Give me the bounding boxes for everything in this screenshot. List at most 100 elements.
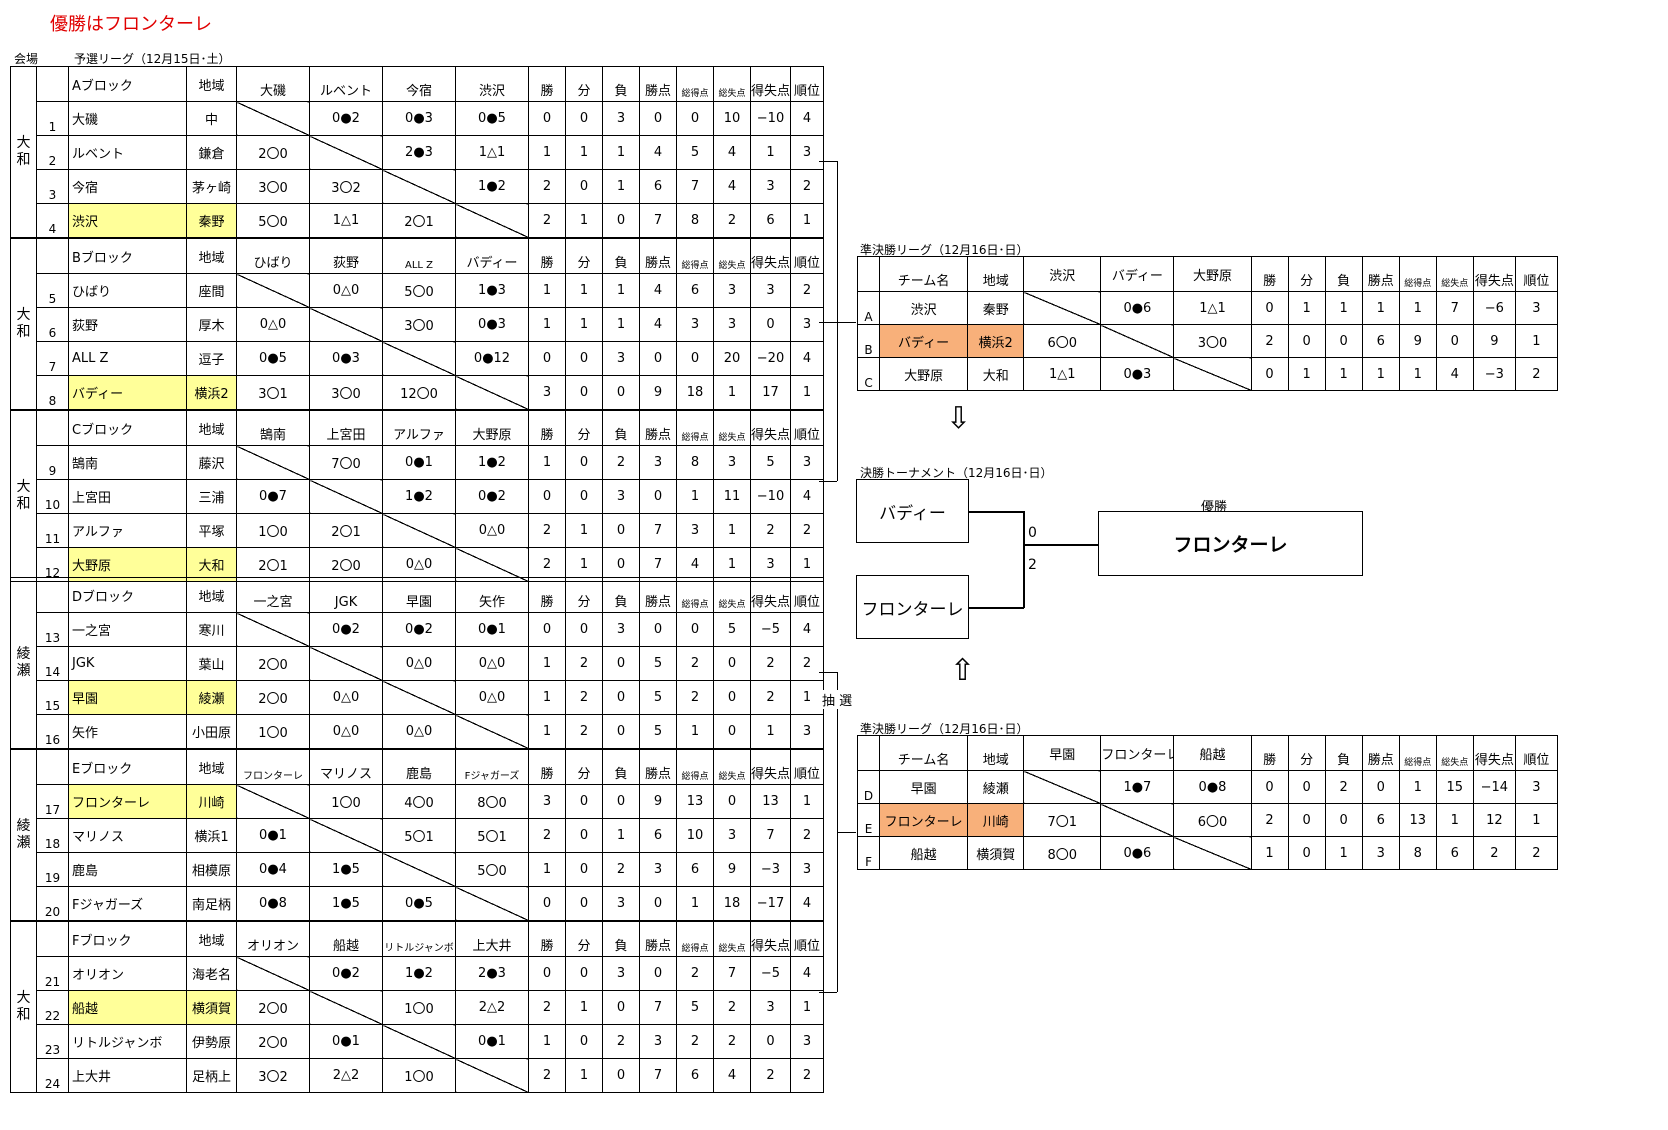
match-result: 5〇1: [455, 818, 529, 853]
team-name: 上大井: [68, 1058, 187, 1093]
row-number: 24: [36, 1058, 69, 1093]
stat-header: 勝: [528, 237, 566, 274]
stat-value: 2: [790, 169, 824, 204]
stat-header: 総失点: [713, 748, 751, 785]
stat-value: 3: [602, 956, 640, 991]
opponent-header: 鹿島: [382, 748, 456, 785]
stat-value: 1: [528, 135, 566, 170]
diagonal-cell: [382, 852, 456, 887]
stat-value: 3: [790, 135, 824, 170]
stat-value: 2: [528, 1058, 566, 1093]
stat-value: 6: [750, 203, 791, 239]
team-region: 秦野: [967, 291, 1025, 325]
venue-header-label: 会場: [14, 52, 39, 66]
match-result: 1●2: [382, 479, 456, 514]
match-result: 8〇0: [1023, 836, 1102, 870]
stat-value: 6: [676, 852, 714, 887]
match-result: 0●3: [309, 341, 383, 376]
stat-value: 4: [639, 307, 677, 342]
block-header-blank: [36, 748, 69, 785]
row-number: 23: [36, 1024, 69, 1059]
diagonal-cell: [382, 513, 456, 548]
diagonal-cell: [455, 886, 529, 922]
row-number: 12: [36, 547, 69, 582]
team-region: 秦野: [186, 203, 237, 239]
stat-value: 1: [528, 445, 566, 480]
stat-header: 順位: [790, 66, 824, 102]
match-result: 0●3: [1100, 357, 1175, 391]
stat-header: 総得点: [676, 577, 714, 613]
team-region: 逗子: [186, 341, 237, 376]
final-team2-box: フロンターレ: [856, 575, 969, 639]
diagonal-cell: [236, 273, 310, 308]
stat-value: 9: [639, 375, 677, 411]
stat-value: 0: [676, 341, 714, 376]
match-result: 0●5: [382, 886, 456, 922]
semi-league-1-label: 準決勝リーグ（12月16日･日）: [860, 243, 1029, 257]
group-letter: E: [856, 803, 881, 837]
stat-value: 0: [565, 852, 603, 887]
stat-header: 負: [602, 66, 640, 102]
stat-value: 0: [1287, 324, 1326, 358]
stat-header: 勝点: [639, 66, 677, 102]
match-result: 0●2: [309, 101, 383, 136]
diagonal-cell: [236, 445, 310, 480]
stat-value: 9: [1398, 324, 1437, 358]
stat-header: 分: [565, 409, 603, 446]
team-region: 綾瀬: [967, 770, 1025, 804]
match-result: 1〇0: [382, 1058, 456, 1093]
stat-value: 2: [750, 680, 791, 715]
stat-value: 8: [1398, 836, 1437, 870]
match-result: 0●1: [455, 1024, 529, 1059]
opponent-header: フロンターレ: [236, 748, 310, 785]
row-number: 3: [36, 169, 69, 204]
diagonal-cell: [1023, 770, 1102, 804]
final-tournament-label: 決勝トーナメント（12月16日･日）: [860, 466, 1053, 480]
team-name: 荻野: [68, 307, 187, 342]
stat-value: 0: [602, 680, 640, 715]
match-result: 0●2: [309, 612, 383, 647]
row-number: 10: [36, 479, 69, 514]
block-venue: 大和: [10, 66, 37, 239]
team-name: 渋沢: [879, 291, 969, 325]
stat-value: 3: [1514, 770, 1559, 804]
stat-header: 得失点: [750, 748, 791, 785]
diagonal-cell: [309, 135, 383, 170]
stat-value: −5: [750, 956, 791, 991]
stat-value: −3: [750, 852, 791, 887]
opponent-header: 一之宮: [236, 577, 310, 613]
match-result: 2〇0: [236, 646, 310, 681]
row-number: 16: [36, 714, 69, 750]
match-result: 1●5: [309, 852, 383, 887]
row-number: 8: [36, 375, 69, 411]
stat-header: 勝: [1250, 735, 1289, 771]
team-name: リトルジャンボ: [68, 1024, 187, 1059]
stat-value: 8: [676, 203, 714, 239]
match-result: 1●2: [455, 445, 529, 480]
stat-value: 0: [565, 375, 603, 411]
stat-header: 総得点: [676, 920, 714, 957]
opponent-header: 大野原: [1173, 256, 1252, 292]
stat-value: −14: [1472, 770, 1516, 804]
team-region: 鎌倉: [186, 135, 237, 170]
stat-value: 5: [639, 646, 677, 681]
match-result: 0●6: [1100, 836, 1175, 870]
match-result: 2〇0: [236, 680, 310, 715]
stat-value: 0: [528, 886, 566, 922]
match-result: 0●7: [236, 479, 310, 514]
champion-box: フロンターレ: [1098, 511, 1363, 576]
stat-value: 1: [528, 273, 566, 308]
stat-value: 4: [639, 273, 677, 308]
block-venue: 綾瀬: [10, 748, 37, 922]
row-number: 22: [36, 990, 69, 1025]
match-result: 0△0: [455, 513, 529, 548]
match-result: 0●2: [455, 479, 529, 514]
match-result: 0●1: [382, 445, 456, 480]
